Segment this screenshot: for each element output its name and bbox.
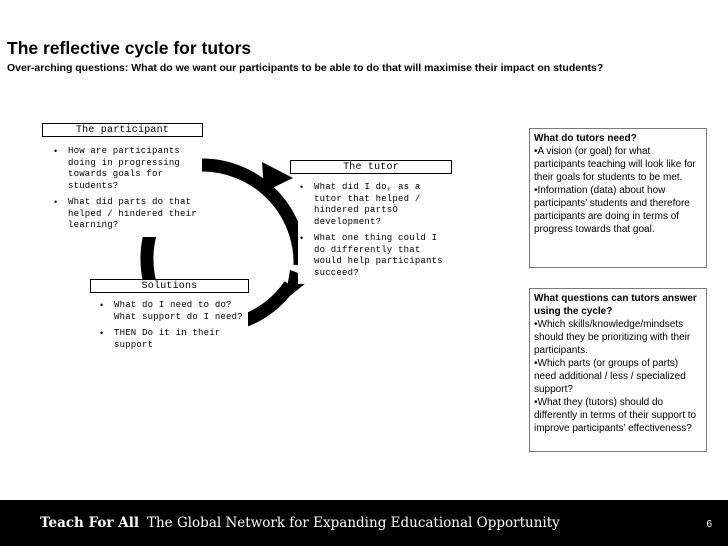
solutions-bullet-1: What do I need to do? What support do I …: [98, 300, 248, 323]
tutor-bullets: What did I do, as a tutor that helped / …: [298, 182, 448, 284]
footer-bar: Teach For All The Global Network for Expa…: [0, 500, 728, 546]
page-subtitle: Over-arching questions: What do we want …: [7, 62, 604, 74]
footer-tagline: The Global Network for Expanding Educati…: [146, 515, 560, 531]
cycle-arrowhead-right: [262, 162, 293, 192]
tutor-heading: The tutor: [290, 160, 452, 174]
tutor-bullet-2: What one thing could I do differently th…: [298, 233, 448, 279]
tutor-questions-box: What questions can tutors answer using t…: [529, 288, 707, 452]
page-number: 6: [706, 519, 712, 530]
footer-brand-name: Teach For All: [40, 515, 139, 531]
solutions-bullet-2: THEN Do it in their support: [98, 328, 248, 351]
footer-brand: Teach For All The Global Network for Expa…: [40, 515, 560, 531]
participant-bullet-1: How are participants doing in progressin…: [52, 146, 200, 192]
solutions-bullets: What do I need to do? What support do I …: [98, 300, 248, 356]
tutor-needs-item-1: •A vision (or goal) for what participant…: [534, 146, 696, 183]
page-title: The reflective cycle for tutors: [7, 38, 252, 58]
tutor-questions-item-1: •Which skills/knowledge/mindsets should …: [534, 319, 691, 356]
tutor-needs-box: What do tutors need? •A vision (or goal)…: [529, 128, 707, 268]
tutor-questions-item-2: •Which parts (or groups of parts) need a…: [534, 358, 686, 395]
tutor-questions-heading: What questions can tutors answer using t…: [534, 293, 697, 317]
tutor-needs-item-2: •Information (data) about how participan…: [534, 185, 690, 235]
tutor-needs-heading: What do tutors need?: [534, 133, 637, 144]
tutor-questions-item-3: •What they (tutors) should do differentl…: [534, 397, 697, 434]
solutions-heading: Solutions: [90, 279, 249, 293]
participant-heading: The participant: [42, 123, 203, 137]
tutor-bullet-1: What did I do, as a tutor that helped / …: [298, 182, 448, 228]
participant-bullet-2: What did parts do that helped / hindered…: [52, 197, 200, 232]
participant-bullets: How are participants doing in progressin…: [52, 146, 200, 237]
